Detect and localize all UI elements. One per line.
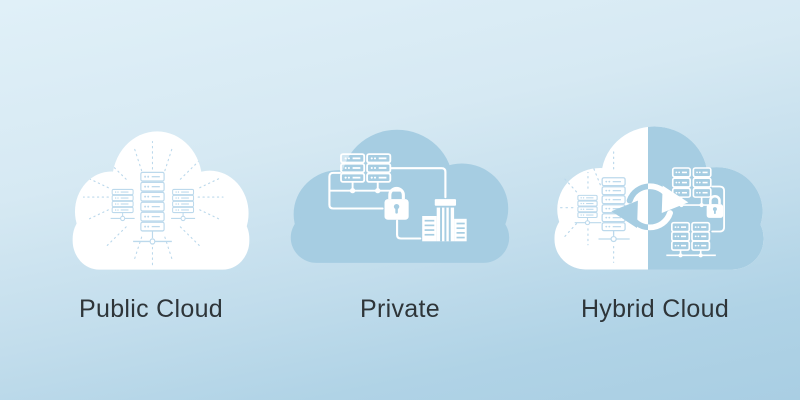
private-cloud-figure bbox=[290, 129, 510, 263]
server-rack-large-icon bbox=[598, 177, 630, 243]
server-rack-small-icon bbox=[574, 194, 602, 226]
network-rays-icon bbox=[557, 150, 615, 263]
network-rays-icon bbox=[82, 141, 224, 269]
server-rack-small-left-icon bbox=[110, 188, 135, 222]
connector-bracket bbox=[711, 185, 725, 233]
server-rack-large-icon bbox=[133, 171, 172, 245]
server-stacks-bottom-icon bbox=[666, 221, 716, 258]
server-stacks-icon bbox=[329, 153, 401, 194]
public-cloud-figure bbox=[72, 131, 250, 270]
public-cloud-label: Public Cloud bbox=[79, 295, 223, 323]
private-cloud-label: Private bbox=[360, 295, 440, 323]
private-cloud-shape bbox=[290, 129, 510, 263]
padlock-icon bbox=[706, 195, 724, 218]
connector-lines bbox=[328, 167, 447, 240]
padlock-icon bbox=[384, 186, 409, 220]
server-rack-small-right-icon bbox=[171, 188, 196, 222]
office-building-icon bbox=[422, 199, 467, 242]
hybrid-cloud-label: Hybrid Cloud bbox=[580, 295, 730, 323]
hybrid-cloud-figure bbox=[554, 126, 764, 270]
